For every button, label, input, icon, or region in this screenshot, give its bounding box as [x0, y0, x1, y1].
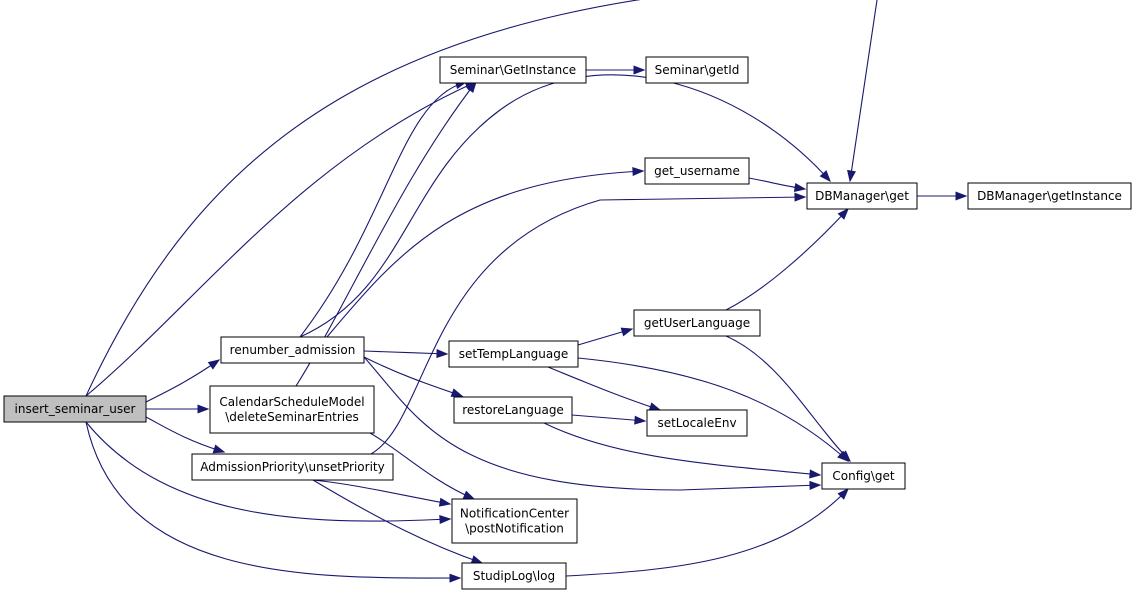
node-label: Seminar\getId	[655, 63, 740, 77]
arrow-head-icon	[449, 573, 462, 583]
node-set-locale-env[interactable]: setLocaleEnv	[646, 409, 748, 437]
node-get-username[interactable]: get_username	[644, 157, 750, 185]
edge-insert-seminar-user-to-unset-priority	[145, 416, 226, 454]
arrow-head-icon	[462, 490, 476, 500]
node-label: get_username	[654, 164, 740, 178]
node-insert-seminar-user[interactable]: insert_seminar_user	[3, 395, 147, 423]
node-set-temp-language[interactable]: setTempLanguage	[448, 340, 579, 368]
arrow-head-icon	[955, 191, 968, 201]
edge-set-temp-language-to-get-user-language	[577, 327, 634, 346]
arrow-head-icon	[470, 555, 484, 564]
edge-get-user-language-to-dbmanager-get	[725, 207, 849, 311]
arrow-head-icon	[809, 469, 822, 479]
arrow-head-icon	[819, 170, 831, 183]
arrow-head-icon	[634, 415, 647, 425]
arrow-head-icon	[436, 349, 449, 359]
call-nodes: insert_seminar_user renumber_admissionCal…	[3, 56, 1132, 590]
arrow-head-icon	[212, 444, 226, 454]
node-config-get[interactable]: Config\get	[821, 462, 906, 490]
edge-unset-priority-to-notification-post	[312, 479, 452, 507]
node-label: setTempLanguage	[459, 347, 569, 361]
node-get-user-language[interactable]: getUserLanguage	[633, 309, 761, 337]
edge-restore-language-to-config-get	[543, 422, 822, 479]
edge-set-temp-language-to-config-get	[577, 357, 850, 462]
arrow-head-icon	[197, 404, 210, 414]
edge-restore-language-to-set-locale-env	[571, 414, 647, 425]
arrow-head-icon	[837, 487, 849, 500]
node-seminar-getid[interactable]: Seminar\getId	[645, 56, 749, 84]
edge-get-user-language-to-config-get	[725, 335, 851, 463]
node-label: setLocaleEnv	[657, 416, 736, 430]
edge-insert-seminar-user-to-dbmanager-get	[85, 0, 878, 397]
edge-insert-seminar-user-to-calendar-delete	[146, 404, 210, 414]
edge-seminar-getinstance-to-seminar-getid	[586, 65, 646, 75]
arrow-head-icon	[632, 167, 645, 177]
node-unset-priority[interactable]: AdmissionPriority\unsetPriority	[191, 453, 394, 481]
node-label: restoreLanguage	[462, 403, 564, 417]
node-renumber-admission[interactable]: renumber_admission	[220, 336, 365, 364]
edge-get-username-to-dbmanager-get	[748, 177, 807, 192]
edge-insert-seminar-user-to-renumber-admission	[145, 359, 221, 403]
node-dbmanager-get[interactable]: DBManager\get	[806, 182, 918, 210]
arrow-head-icon	[207, 359, 221, 370]
arrow-head-icon	[450, 388, 464, 397]
arrow-head-icon	[837, 207, 849, 220]
arrow-head-icon	[648, 402, 662, 411]
node-studiplog-log[interactable]: StudipLog\log	[461, 562, 567, 590]
edge-insert-seminar-user-to-notification-post	[85, 421, 452, 525]
edge-dbmanager-get-to-dbmanager-getinstance	[917, 191, 968, 201]
arrow-head-icon	[633, 65, 646, 75]
edge-renumber-admission-to-config-get	[363, 356, 822, 491]
node-label: CalendarScheduleModel	[219, 395, 364, 409]
node-restore-language[interactable]: restoreLanguage	[453, 396, 573, 424]
arrow-head-icon	[809, 480, 822, 490]
edge-unset-priority-to-dbmanager-get	[370, 192, 807, 455]
node-label: StudipLog\log	[473, 569, 555, 583]
node-label: AdmissionPriority\unsetPriority	[200, 460, 384, 474]
edge-renumber-admission-to-get-username	[326, 167, 645, 338]
node-label: Config\get	[832, 469, 895, 483]
edge-renumber-admission-to-restore-language	[363, 356, 464, 397]
edge-renumber-admission-to-seminar-getinstance	[299, 80, 468, 338]
node-label: \postNotification	[465, 522, 564, 536]
arrow-head-icon	[439, 515, 452, 525]
edge-insert-seminar-user-to-studiplog-log	[85, 421, 462, 583]
arrow-head-icon	[466, 80, 477, 94]
arrow-head-icon	[794, 192, 807, 202]
arrow-head-icon	[847, 169, 856, 183]
edge-renumber-admission-to-set-temp-language	[363, 349, 449, 359]
node-label: renumber_admission	[230, 343, 356, 357]
edge-renumber-admission-to-dbmanager-get	[299, 74, 831, 338]
node-notification-post[interactable]: NotificationCenter\postNotification	[451, 498, 578, 544]
node-dbmanager-getinstance[interactable]: DBManager\getInstance	[967, 182, 1132, 210]
node-label: \deleteSeminarEntries	[225, 410, 359, 424]
call-edges	[85, 0, 968, 583]
node-seminar-getinstance[interactable]: Seminar\GetInstance	[439, 56, 587, 84]
arrow-head-icon	[837, 450, 850, 462]
node-label: DBManager\getInstance	[977, 189, 1122, 203]
node-label: getUserLanguage	[644, 316, 750, 330]
node-label: DBManager\get	[815, 189, 909, 203]
node-calendar-delete[interactable]: CalendarScheduleModel\deleteSeminarEntri…	[209, 385, 375, 434]
node-label: NotificationCenter	[460, 507, 569, 521]
node-label: Seminar\GetInstance	[450, 63, 576, 77]
node-label: insert_seminar_user	[15, 402, 136, 416]
arrow-head-icon	[793, 183, 807, 192]
edge-studiplog-log-to-config-get	[565, 487, 849, 577]
arrow-head-icon	[438, 497, 452, 507]
arrow-head-icon	[620, 327, 634, 337]
